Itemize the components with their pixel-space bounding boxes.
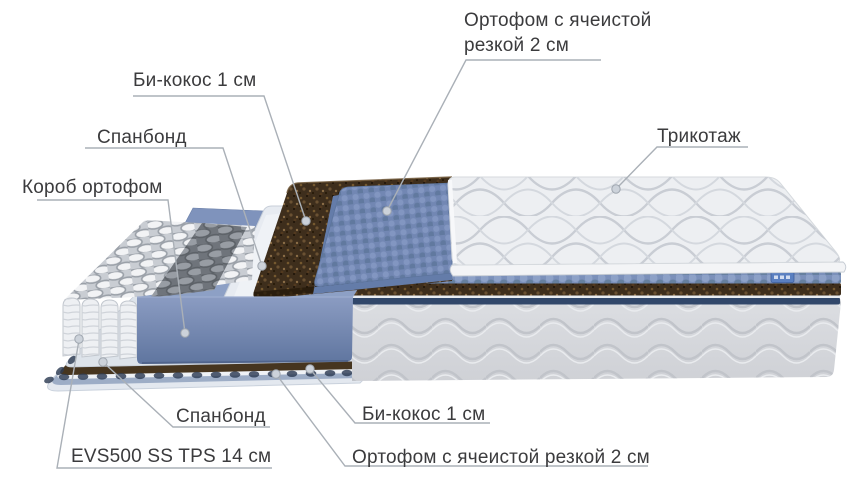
quilted-top [447,176,847,277]
leader-ortofoam-top [386,59,601,212]
brand-tag [770,271,795,283]
label-trikotazh: Трикотаж [657,126,741,147]
gray-coils [150,223,247,298]
leader-evs500 [56,339,272,469]
leader-bikokos-top [133,95,307,222]
coconut-edge-band [352,283,841,296]
leader-dots [74,184,621,379]
leader-lines [37,59,748,469]
leader-ortofoam-bottom [275,373,648,467]
label-ortofoam-bottom: Ортофом с ячеистой резкой 2 см [352,447,650,468]
leader-bikokos-bottom [309,368,490,424]
label-bikokos-bottom: Би-кокос 1 см [362,404,486,425]
leader-spanbond-bottom [102,361,270,428]
quilt-left-edge [448,179,457,264]
leader-spanbond-top [85,147,263,267]
thin-piping-line [352,295,840,298]
label-evs500: EVS500 SS TPS 14 см [71,446,272,467]
side-wave-texture [352,297,841,381]
leader-korob [37,199,186,334]
label-korob-ortofoam: Короб ортофом [22,177,163,198]
label-bikokos-top: Би-кокос 1 см [133,70,257,91]
foam-box [137,296,353,364]
mattress-body [352,271,841,381]
label-spanbond-top: Спанбонд [97,127,187,148]
navy-stripe [352,297,840,305]
label-spanbond-bottom: Спанбонд [176,406,266,427]
label-ortofoam-top: Ортофом с ячеистой резкой 2 см [464,10,652,56]
eggcrate-foam-slab [313,182,453,294]
quilt-piping-edge [449,261,847,277]
vent-holes [44,355,353,384]
leader-trikotazh [615,146,748,190]
quilt-texture [448,177,840,265]
